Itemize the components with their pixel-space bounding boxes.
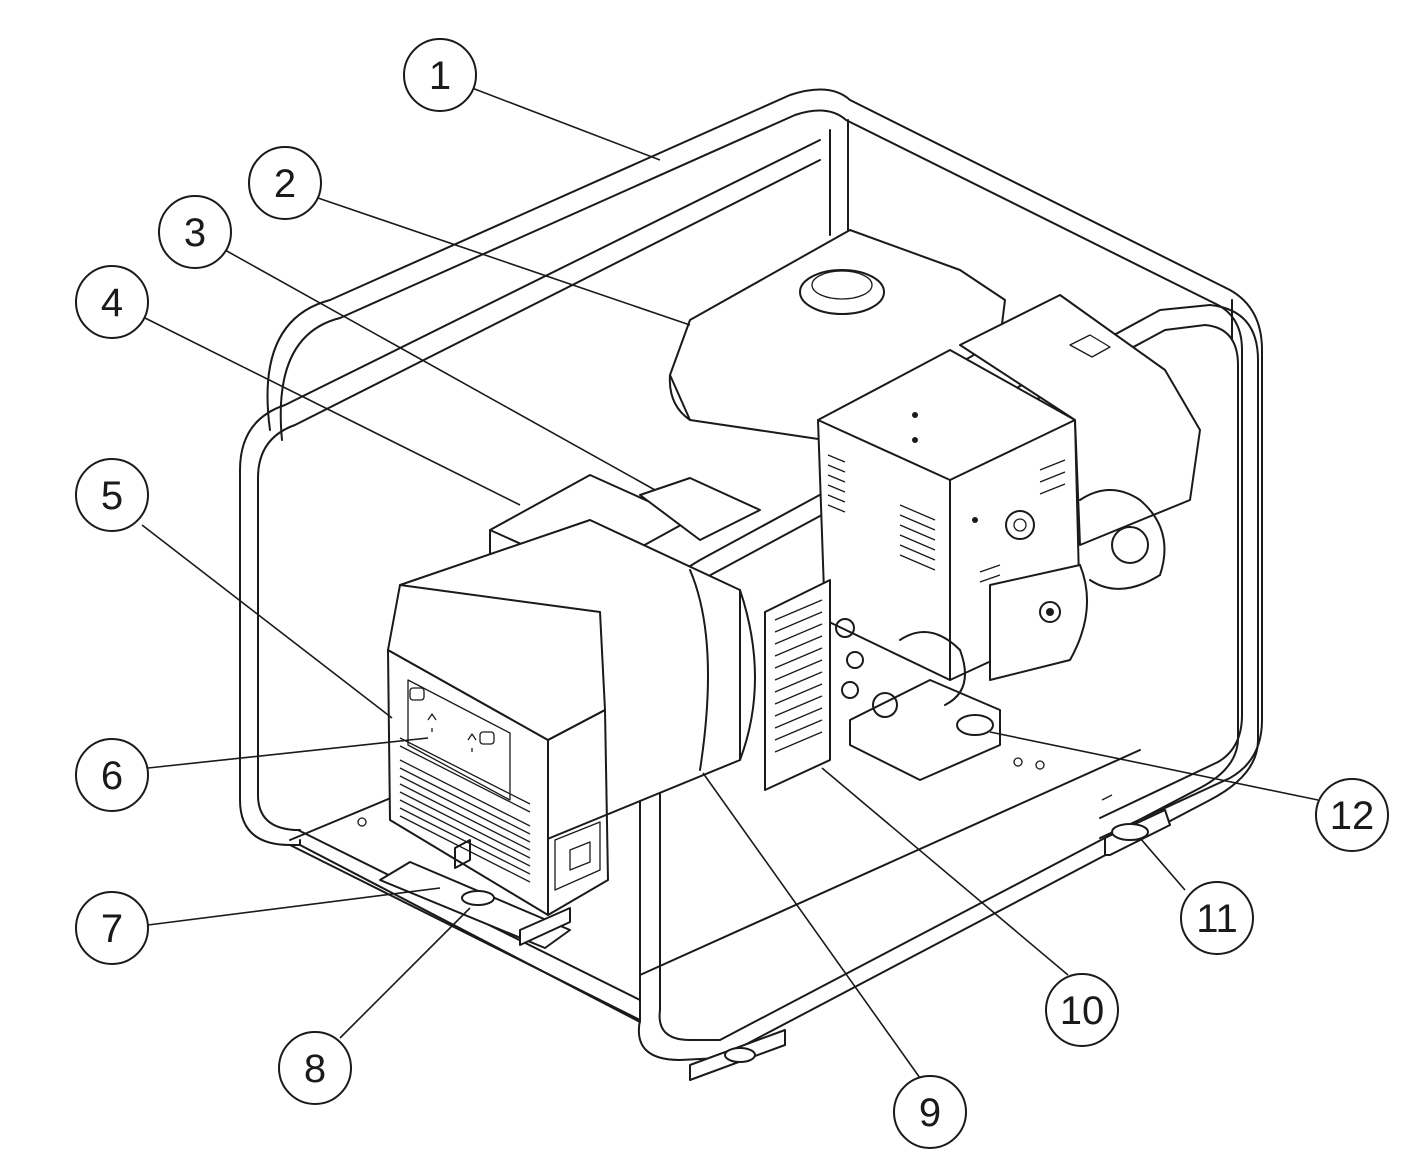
engine [519, 229, 1201, 1081]
frame-drawing [239, 88, 1263, 1061]
callout-label-11: 11 [1196, 897, 1238, 941]
callout-label-3: 3 [184, 211, 206, 255]
callout-8: 8 [278, 1031, 352, 1105]
callout-label-4: 4 [101, 281, 123, 325]
leader-10 [821, 767, 1069, 976]
leader-7 [147, 887, 441, 926]
callout-label-1: 1 [429, 54, 451, 98]
leader-4 [144, 317, 521, 506]
callout-label-12: 12 [1330, 794, 1375, 838]
callout-6: 6 [75, 738, 149, 812]
callout-3: 3 [158, 195, 232, 269]
callout-12: 12 [1315, 778, 1389, 852]
callout-4: 4 [75, 265, 149, 339]
callout-label-7: 7 [101, 907, 123, 951]
callout-10: 10 [1045, 973, 1119, 1047]
leader-9 [702, 772, 921, 1079]
leader-2 [317, 197, 691, 326]
callout-label-8: 8 [304, 1047, 326, 1091]
callouts: 1 2 3 4 5 6 7 8 [75, 38, 1389, 1149]
callout-label-5: 5 [101, 474, 123, 518]
leader-6 [147, 737, 429, 769]
leader-12 [989, 731, 1319, 801]
callout-label-6: 6 [101, 754, 123, 798]
callout-label-10: 10 [1060, 989, 1105, 1033]
callout-label-2: 2 [274, 162, 296, 206]
leader-lines [141, 87, 1319, 1079]
callout-7: 7 [75, 891, 149, 965]
alternator-housing [379, 474, 761, 949]
leader-5 [141, 524, 393, 719]
callout-label-9: 9 [919, 1091, 941, 1135]
callout-2: 2 [248, 146, 322, 220]
callout-11: 11 [1180, 881, 1254, 955]
callout-5: 5 [75, 458, 149, 532]
callout-9: 9 [893, 1075, 967, 1149]
leader-1 [471, 87, 661, 161]
leader-11 [1139, 837, 1186, 891]
leader-8 [339, 907, 471, 1039]
callout-1: 1 [403, 38, 477, 112]
leader-3 [224, 249, 656, 491]
